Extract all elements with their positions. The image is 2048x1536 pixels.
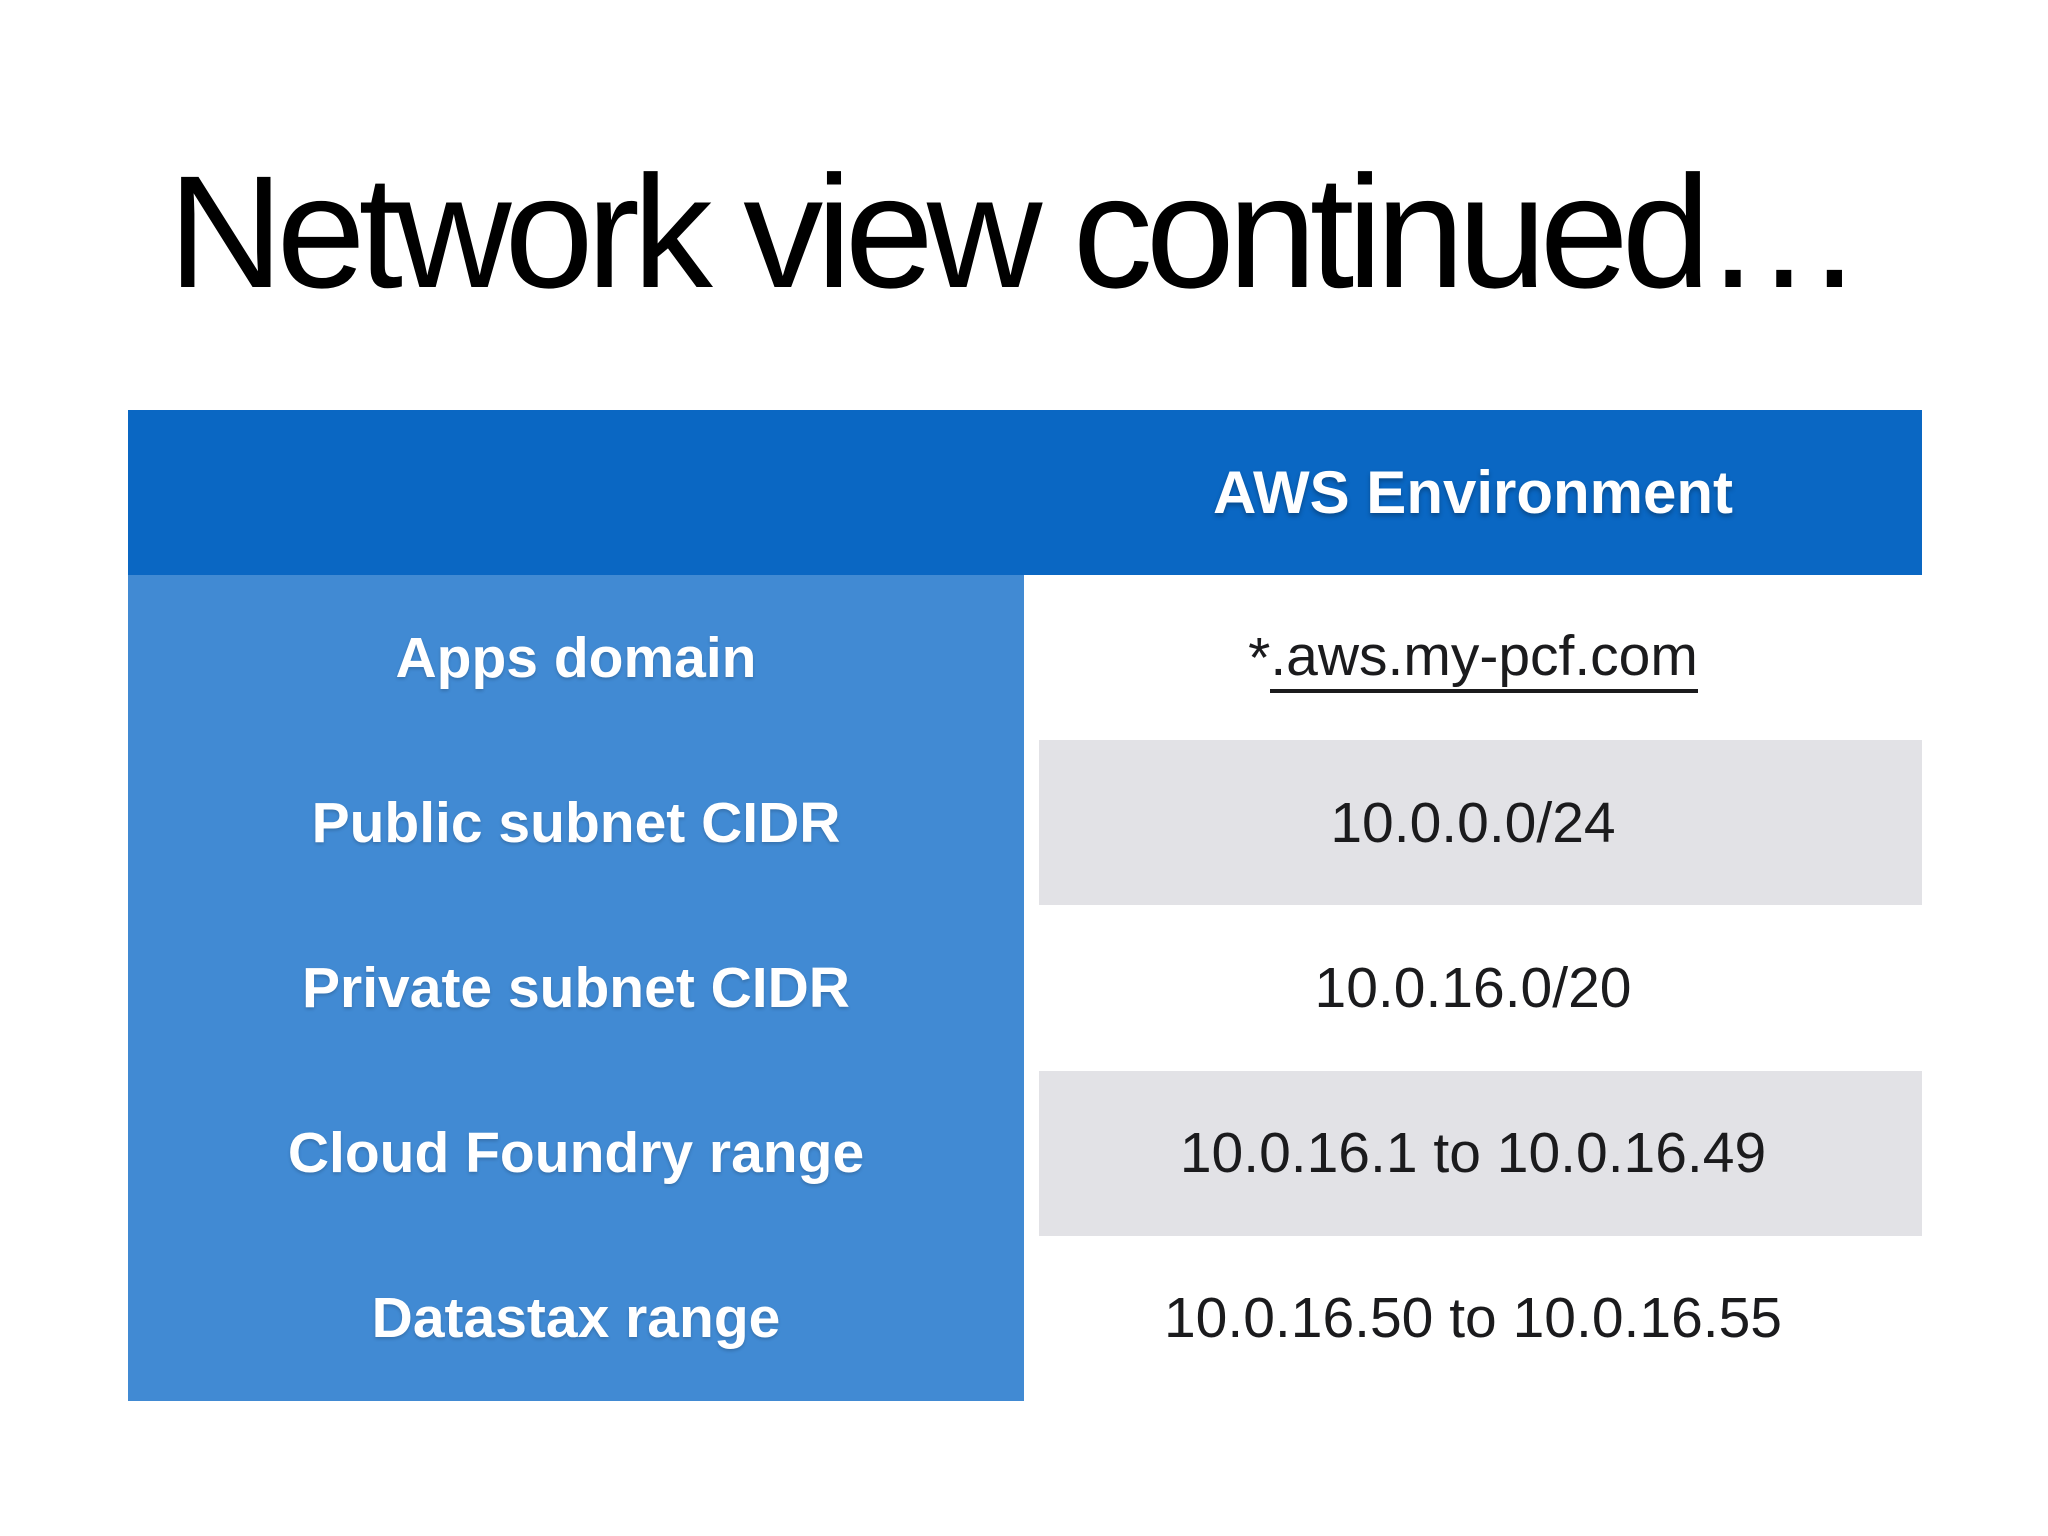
value-column: *.aws.my-pcf.com 10.0.0.0/24 10.0.16.0/2…	[1024, 575, 1922, 1402]
apps-domain-link[interactable]: .aws.my-pcf.com	[1270, 623, 1698, 693]
row-label-private-subnet-cidr: Private subnet CIDR	[302, 956, 850, 1020]
cell-value-cloud-foundry-range: 10.0.16.1 to 10.0.16.49	[1024, 1070, 1922, 1236]
domain-wildcard-prefix: *	[1248, 625, 1271, 690]
page-title: Network view continued…	[168, 142, 1864, 321]
row-label-datastax-range: Datastax range	[371, 1286, 781, 1351]
cell-value-apps-domain: *.aws.my-pcf.com	[1024, 575, 1922, 741]
label-column: Apps domain Public subnet CIDR Private s…	[128, 575, 1024, 1401]
row-label-apps-domain: Apps domain	[395, 625, 757, 690]
network-table: AWS Environment Apps domain Public subne…	[128, 410, 1922, 1402]
row-label-cloud-foundry-range: Cloud Foundry range	[287, 1121, 865, 1186]
table-body: Apps domain Public subnet CIDR Private s…	[128, 575, 1922, 1402]
cell-value-private-subnet-cidr: 10.0.16.0/20	[1024, 905, 1922, 1071]
cell-value-datastax-range: 10.0.16.50 to 10.0.16.55	[1024, 1235, 1922, 1402]
header-column-label: AWS Environment	[1212, 459, 1734, 526]
cell-value-public-subnet-cidr: 10.0.0.0/24	[1024, 740, 1922, 906]
table-header-row: AWS Environment	[128, 410, 1922, 575]
row-label-public-subnet-cidr: Public subnet CIDR	[311, 790, 841, 855]
